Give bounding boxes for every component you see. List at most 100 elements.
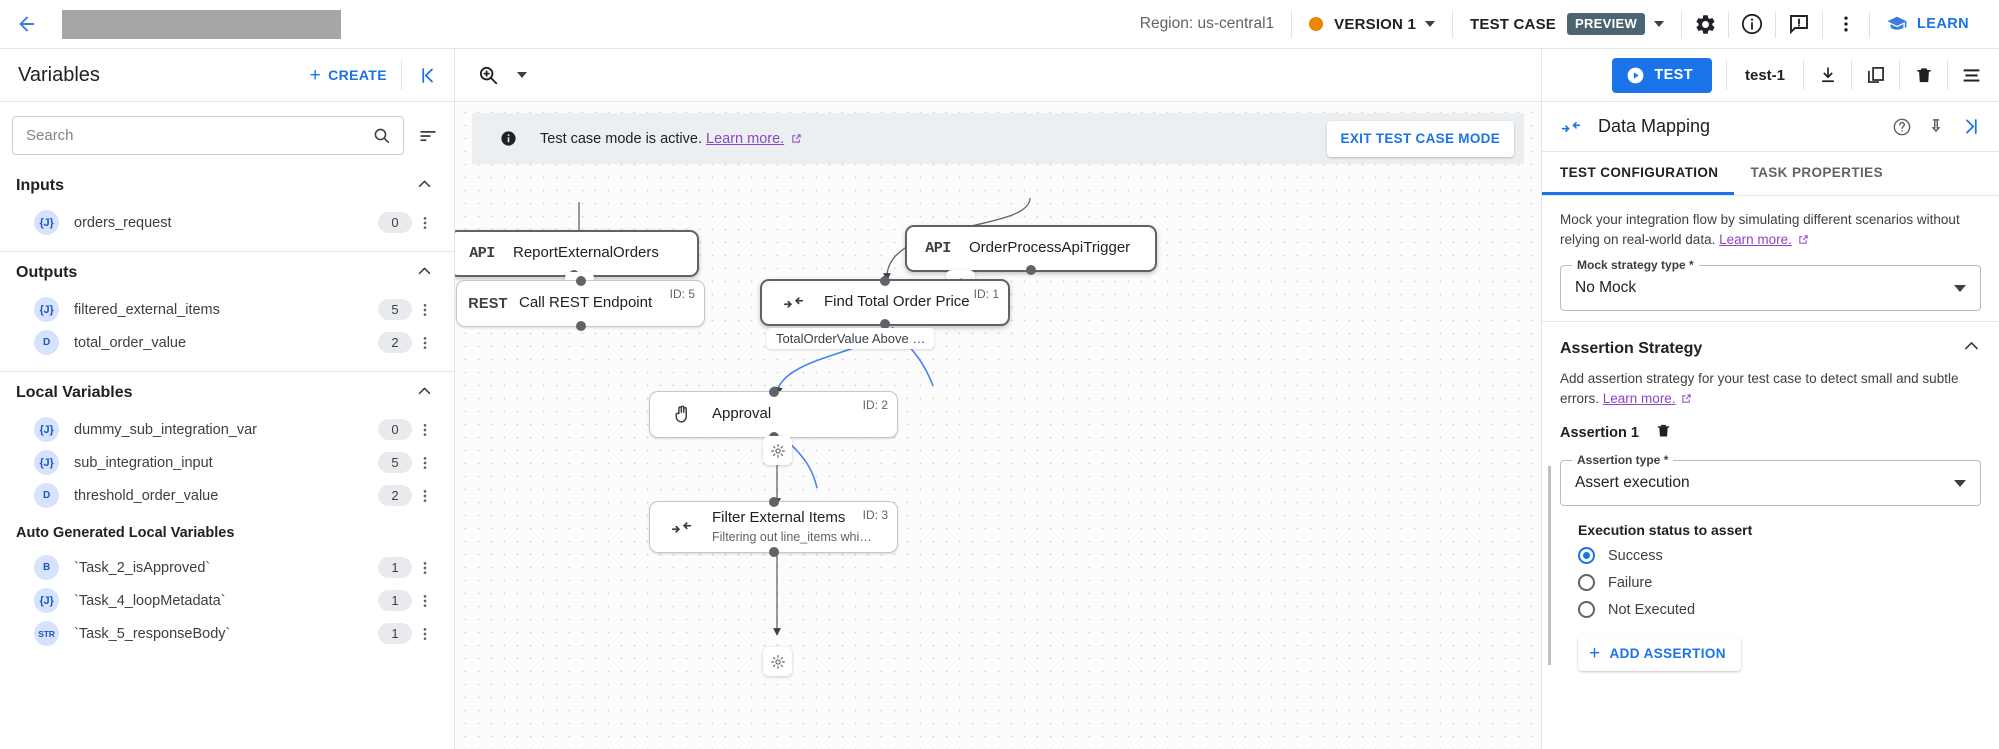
node-find-total-order-price[interactable]: Find Total Order Price ID: 1 — [760, 276, 1010, 329]
radio-button[interactable] — [1578, 601, 1595, 619]
more-vert-icon[interactable] — [412, 593, 438, 609]
feedback-icon[interactable] — [1776, 0, 1822, 48]
list-item[interactable]: {J} `Task_4_loopMetadata` 1 — [0, 584, 454, 617]
test-button[interactable]: TEST — [1612, 57, 1712, 93]
list-item[interactable]: {J} sub_integration_input 5 — [0, 446, 454, 479]
help-icon[interactable] — [1885, 110, 1919, 144]
group-title: Local Variables — [16, 384, 133, 401]
group-header-auto-generated[interactable]: Auto Generated Local Variables — [0, 514, 454, 551]
test-case-name[interactable]: test-1 — [1744, 66, 1785, 84]
more-vert-icon[interactable] — [412, 215, 438, 231]
list-icon[interactable] — [1948, 49, 1995, 101]
search-box[interactable] — [12, 116, 404, 155]
create-variable-button[interactable]: + CREATE — [310, 66, 401, 85]
divider — [0, 251, 454, 252]
list-item[interactable]: D threshold_order_value 2 — [0, 479, 454, 512]
banner-message: Test case mode is active. — [540, 130, 702, 147]
delete-icon[interactable] — [1900, 49, 1947, 101]
more-vert-icon[interactable] — [412, 455, 438, 471]
group-header-inputs[interactable]: Inputs — [0, 165, 454, 206]
test-case-selector[interactable]: TEST CASE PREVIEW — [1453, 0, 1681, 48]
pin-icon[interactable] — [1919, 110, 1953, 144]
learn-more-link[interactable]: Learn more. — [1602, 390, 1676, 406]
sort-icon[interactable] — [416, 126, 440, 146]
more-vert-icon[interactable] — [412, 422, 438, 438]
flow-canvas[interactable]: Test case mode is active. Learn more. EX… — [455, 102, 1541, 749]
group-header-outputs[interactable]: Outputs — [0, 252, 454, 293]
zoom-control[interactable] — [477, 64, 527, 86]
download-icon[interactable] — [1804, 49, 1851, 101]
node-call-rest-endpoint[interactable]: REST Call REST Endpoint ID: 5 — [456, 276, 705, 331]
assertion-item-header: Assertion 1 — [1542, 408, 1999, 444]
panel-tabs: TEST CONFIGURATION TASK PROPERTIES — [1542, 152, 1999, 196]
gear-icon[interactable] — [1682, 0, 1728, 48]
assertion-type-select[interactable]: Assertion type * Assert execution — [1560, 453, 1981, 507]
learn-more-link[interactable]: Learn more. — [706, 130, 785, 147]
data-mapping-icon — [762, 292, 824, 313]
node-report-external-orders[interactable]: API ReportExternalOrders — [455, 230, 699, 280]
collapse-left-icon[interactable] — [402, 65, 454, 86]
back-arrow-icon[interactable] — [10, 7, 44, 41]
list-item[interactable]: {J} filtered_external_items 5 — [0, 293, 454, 326]
node-filter-external-items[interactable]: Filter External Items Filtering out line… — [649, 497, 898, 557]
panel-content: Mock your integration flow by simulating… — [1542, 196, 1999, 749]
main-body: Inputs {J} orders_request 0 — [0, 102, 1999, 749]
copy-icon[interactable] — [1852, 49, 1899, 101]
info-icon[interactable] — [1729, 0, 1775, 48]
node-approval[interactable]: Approval ID: 2 — [649, 387, 898, 442]
list-item[interactable]: {J} orders_request 0 — [0, 206, 454, 239]
add-assertion-button[interactable]: + ADD ASSERTION — [1578, 636, 1741, 672]
more-vert-icon[interactable] — [412, 560, 438, 576]
external-link-icon — [1799, 234, 1808, 244]
radio-button[interactable] — [1578, 547, 1595, 565]
list-item[interactable]: B `Task_2_isApproved` 1 — [0, 551, 454, 584]
node-order-process-api-trigger[interactable]: API OrderProcessApiTrigger — [905, 225, 1157, 275]
assertion-type-label: Assertion type * — [1572, 453, 1674, 468]
delete-icon[interactable] — [1655, 422, 1672, 444]
variables-panel-header: Variables + CREATE — [0, 49, 455, 102]
more-vert-icon[interactable] — [412, 488, 438, 504]
version-selector[interactable]: VERSION 1 — [1292, 0, 1452, 48]
test-label: TEST — [1654, 67, 1693, 83]
more-vert-icon[interactable] — [1823, 0, 1869, 48]
more-vert-icon[interactable] — [412, 626, 438, 642]
assertion-type-wrap: Assertion type * Assert execution — [1560, 453, 1999, 507]
variable-name: sub_integration_input — [74, 454, 213, 471]
assertion-description-wrap: Add assertion strategy for your test cas… — [1542, 365, 1999, 408]
variable-group-auto-generated: Auto Generated Local Variables B `Task_2… — [0, 514, 454, 652]
more-vert-icon[interactable] — [412, 302, 438, 318]
radio-button[interactable] — [1578, 574, 1595, 592]
edge-config-gear-icon[interactable] — [763, 436, 792, 465]
node-port-top — [768, 497, 779, 507]
more-vert-icon[interactable] — [412, 335, 438, 351]
external-link-icon — [792, 133, 801, 143]
radio-not-executed[interactable]: Not Executed — [1560, 596, 1999, 623]
flow-connectors — [575, 197, 1031, 636]
tab-task-properties[interactable]: TASK PROPERTIES — [1750, 164, 1883, 180]
edge-condition-label[interactable]: TotalOrderValue Above … — [767, 328, 935, 349]
group-header-local-variables[interactable]: Local Variables — [0, 372, 454, 413]
node-title: Approval — [712, 405, 772, 423]
assertion-description: Add assertion strategy for your test cas… — [1560, 369, 1981, 408]
variable-type-badge: D — [34, 483, 59, 508]
variable-count: 0 — [378, 419, 412, 440]
learn-more-link[interactable]: Learn more. — [1719, 231, 1792, 247]
variable-type-badge: {J} — [34, 450, 59, 475]
assertion-section-header[interactable]: Assertion Strategy — [1542, 322, 1999, 365]
group-title: Outputs — [16, 264, 78, 281]
list-item[interactable]: STR `Task_5_responseBody` 1 — [0, 617, 454, 650]
exit-test-case-mode-button[interactable]: EXIT TEST CASE MODE — [1326, 120, 1514, 157]
rest-badge: REST — [468, 295, 508, 312]
secondary-toolbar: Variables + CREATE TEST test-1 — [0, 49, 1999, 102]
edge-config-gear-icon[interactable] — [763, 647, 792, 676]
list-item[interactable]: {J} dummy_sub_integration_var 0 — [0, 413, 454, 446]
collapse-right-icon[interactable] — [1953, 110, 1987, 144]
mock-strategy-select[interactable]: Mock strategy type * No Mock — [1560, 258, 1981, 312]
play-icon — [1627, 67, 1644, 83]
tab-test-configuration[interactable]: TEST CONFIGURATION — [1542, 152, 1735, 195]
learn-button[interactable]: LEARN — [1870, 13, 1985, 35]
radio-failure[interactable]: Failure — [1560, 569, 1999, 596]
search-input[interactable] — [26, 127, 372, 144]
list-item[interactable]: D total_order_value 2 — [0, 326, 454, 359]
radio-success[interactable]: Success — [1560, 542, 1999, 569]
